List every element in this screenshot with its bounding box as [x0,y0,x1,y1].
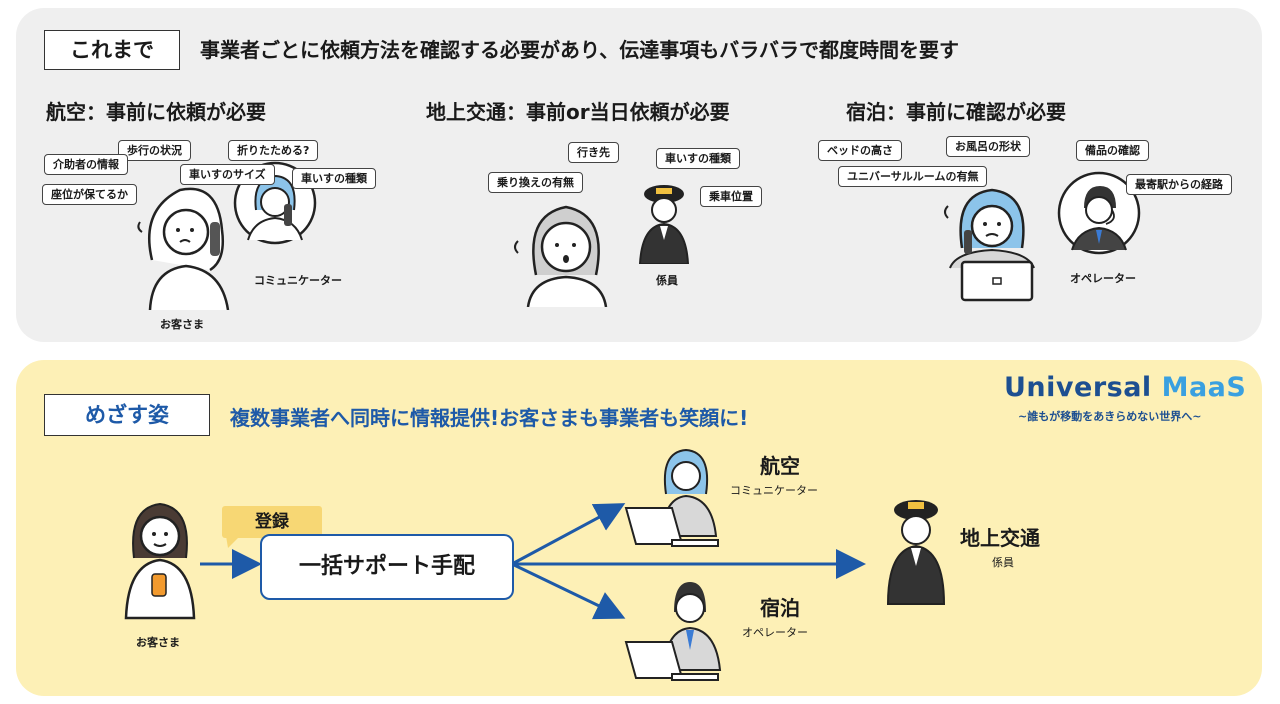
ground-customer-illustration [514,205,608,307]
hotel-bubble-bath: お風呂の形状 [946,136,1030,157]
future-headline: 複数事業者へ同時に情報提供!お客さまも事業者も笑顔に! [230,406,749,430]
brand-logo: Universal MaaS [1004,372,1246,403]
ground-staff-label: 係員 [656,274,678,287]
hub-box: 一括サポート手配 [260,534,514,600]
future-tag: めざす姿 [44,394,210,436]
air-bubble-wheelchair-type: 車いすの種類 [292,168,376,189]
register-tag: 登録 [222,506,322,538]
air-bubble-wheelchair-size: 車いすのサイズ [180,164,275,185]
air-bubble-sitting: 座位が保てるか [42,184,137,205]
air-bubble-caregiver: 介助者の情報 [44,154,128,175]
hotel-staff-label: オペレーター [1070,272,1136,285]
flow-arrows [200,503,866,620]
before-headline: 事業者ごとに依頼方法を確認する必要があり、伝達事項もバラバラで都度時間を要す [200,38,959,62]
target-ground-title: 地上交通 [960,526,1040,550]
air-title: 航空：事前に依頼が必要 [46,100,266,124]
target-hotel-role: オペレーター [742,626,808,639]
hotel-bubble-bed-height: ベッドの高さ [818,140,902,161]
ground-bubble-wheelchair-type: 車いすの種類 [656,148,740,169]
target-air-illustration [624,448,719,547]
target-ground-role: 係員 [992,556,1014,569]
brand-name-maas: MaaS [1161,372,1247,403]
register-tag-pointer [226,536,240,548]
ground-title: 地上交通：事前or当日依頼が必要 [426,100,730,124]
air-customer-label: お客さま [160,318,204,331]
air-staff-label: コミュニケーター [254,274,342,287]
hotel-title: 宿泊：事前に確認が必要 [846,100,1066,124]
target-air-role: コミュニケーター [730,484,818,497]
target-ground-illustration [886,500,946,605]
target-hotel-illustration [624,582,722,681]
air-customer-illustration [137,187,230,310]
hotel-bubble-route: 最寄駅からの経路 [1126,174,1232,195]
brand-tagline: ~誰もが移動をあきらめない世界へ~ [1018,410,1202,423]
hotel-staff-illustration [1057,171,1141,255]
hotel-customer-illustration [944,188,1035,302]
target-hotel-title: 宿泊 [760,596,800,620]
future-customer-illustration [124,502,196,620]
target-air-title: 航空 [760,454,800,478]
hotel-bubble-amenities: 備品の確認 [1076,140,1149,161]
ground-bubble-destination: 行き先 [568,142,619,163]
ground-bubble-boarding-position: 乗車位置 [700,186,762,207]
future-customer-label: お客さま [136,636,180,649]
air-bubble-walking: 歩行の状況 [118,140,191,161]
brand-name-universal: Universal [1004,372,1152,403]
air-bubble-foldable: 折りたためる? [228,140,319,161]
hotel-bubble-universal-room: ユニバーサルルームの有無 [838,166,988,187]
before-tag: これまで [44,30,180,70]
ground-bubble-transfer: 乗り換えの有無 [488,172,583,193]
ground-staff-illustration [638,185,690,264]
